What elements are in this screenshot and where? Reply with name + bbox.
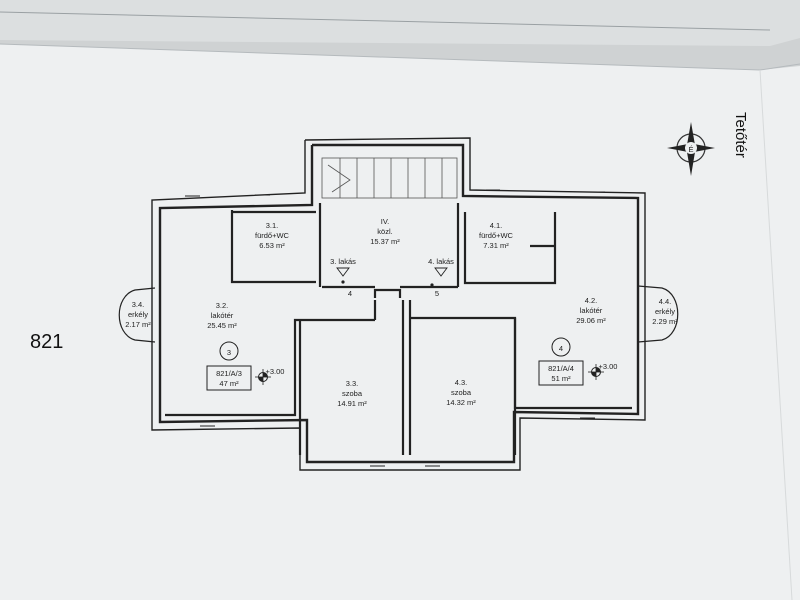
floor-title: Tetőtér (732, 112, 749, 158)
level-marker-icon (588, 364, 604, 380)
apt-3-number: 3 (227, 348, 231, 357)
room-4-3: 4.3. szoba 14.32 m² (446, 378, 476, 407)
room-3-3-name: szoba (342, 389, 363, 398)
staircase (321, 157, 458, 199)
apt-4-badge: 4 821/A/4 51 m² +3.00 (538, 337, 618, 386)
compass-letter: É (688, 145, 693, 154)
sheet-edge-line (0, 11, 771, 31)
apt-4-number: 4 (559, 344, 563, 353)
room-4-4-id: 4.4. (659, 297, 672, 306)
apt-3-badge: 3 821/A/3 47 m² +3.00 (206, 341, 285, 391)
room-3-1-id: 3.1. (266, 221, 279, 230)
room-4-2-id: 4.2. (585, 296, 598, 305)
room-4-1-area: 7.31 m² (483, 241, 509, 250)
room-3-2-area: 25.45 m² (207, 321, 237, 330)
room-3-1-name: fürdő+WC (255, 231, 290, 240)
door-4-number: 5 (435, 289, 439, 298)
door-dot (341, 280, 345, 284)
room-IV-name: közl. (377, 227, 392, 236)
page-number: 821 (30, 331, 63, 353)
paper-sheet-back (0, 0, 800, 46)
room-4-4-name: erkély (655, 307, 675, 316)
room-IV-area: 15.37 m² (370, 237, 400, 246)
door-3-number: 4 (348, 289, 352, 298)
room-4-2-name: lakótér (580, 306, 603, 315)
balcony-4-4 (637, 285, 679, 343)
apt-4-tag: 4. lakás (428, 257, 454, 266)
room-IV-id: IV. (381, 217, 389, 226)
balcony-3-4 (118, 287, 156, 343)
door-dot (430, 283, 434, 287)
room-4-2: 4.2. lakótér 29.06 m² (576, 296, 606, 325)
apt-4-entrance: 4. lakás 5 (428, 257, 454, 298)
room-3-2-id: 3.2. (216, 301, 229, 310)
room-4-1: 4.1. fürdő+WC 7.31 m² (479, 221, 514, 250)
sheet-fold-edge (759, 63, 800, 71)
north-compass-icon: É (667, 122, 715, 176)
level-marker-icon (255, 369, 271, 385)
room-3-1: 3.1. fürdő+WC 6.53 m² (255, 221, 290, 250)
room-3-4: 3.4. erkély 2.17 m² (125, 300, 151, 329)
apt-4-area: 51 m² (551, 374, 571, 383)
outer-walls (151, 137, 646, 471)
sheet-right-edge (759, 69, 793, 600)
apt-3-code: 821/A/3 (216, 369, 242, 378)
room-3-4-name: erkély (128, 310, 148, 319)
room-4-1-id: 4.1. (490, 221, 503, 230)
apt-4-code: 821/A/4 (548, 364, 574, 373)
room-3-3: 3.3. szoba 14.91 m² (337, 379, 367, 408)
room-IV: IV. közl. 15.37 m² (370, 217, 400, 246)
window-marks (185, 189, 605, 467)
interior-walls (165, 203, 632, 455)
room-3-3-id: 3.3. (346, 379, 359, 388)
apt-3-entrance: 3. lakás 4 (330, 257, 356, 298)
apt-3-number-circle (219, 341, 239, 361)
room-4-4: 4.4. erkély 2.29 m² (652, 297, 678, 326)
room-4-4-area: 2.29 m² (652, 317, 678, 326)
apt-4-info-box (538, 360, 584, 386)
room-4-2-area: 29.06 m² (576, 316, 606, 325)
apt-3-tag: 3. lakás (330, 257, 356, 266)
door-marker-icon (434, 267, 448, 277)
paper-sheet-front (0, 44, 800, 600)
room-4-3-name: szoba (451, 388, 472, 397)
room-4-3-id: 4.3. (455, 378, 468, 387)
apt-4-number-circle (551, 337, 571, 357)
apt-3-area: 47 m² (219, 379, 239, 388)
sheet-top-edge (0, 43, 761, 71)
room-4-1-name: fürdő+WC (479, 231, 514, 240)
apt-3-info-box (206, 365, 252, 391)
room-3-1-area: 6.53 m² (259, 241, 285, 250)
room-4-3-area: 14.32 m² (446, 398, 476, 407)
room-3-4-area: 2.17 m² (125, 320, 151, 329)
apt-3-level: +3.00 (266, 367, 285, 376)
room-3-2-name: lakótér (211, 311, 234, 320)
door-marker-icon (336, 267, 350, 277)
room-3-4-id: 3.4. (132, 300, 145, 309)
room-3-3-area: 14.91 m² (337, 399, 367, 408)
room-3-2: 3.2. lakótér 25.45 m² (207, 301, 237, 330)
apt-4-level: +3.00 (599, 362, 618, 371)
